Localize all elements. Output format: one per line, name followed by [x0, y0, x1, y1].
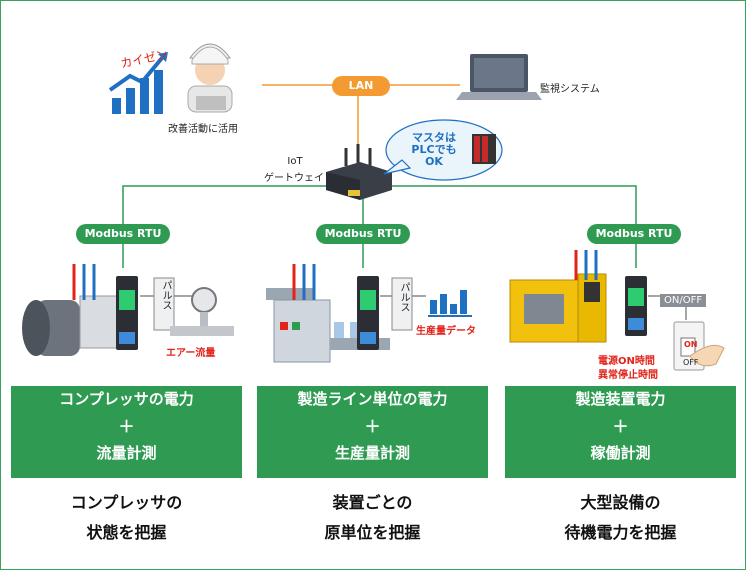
worker-icon: [187, 43, 233, 113]
on-off-label: ON/OFF: [660, 294, 707, 307]
monitor-label: 監視システム: [540, 84, 600, 95]
metric-box-3-line2: 稼働計測: [590, 444, 651, 462]
caption-3-line2: 待機電力を把握: [564, 523, 677, 542]
production-chart-icon: [428, 290, 472, 317]
on-off-switch-icon: [673, 321, 725, 371]
gateway-label: ゲートウェイ: [264, 173, 324, 184]
modbus-label-1: Modbus RTU: [76, 224, 170, 244]
metric-box-2-plus: ＋: [364, 417, 381, 436]
modbus-label-3: Modbus RTU: [587, 224, 681, 244]
caption-1-line2: 状態を把握: [86, 523, 167, 542]
metric-box-3-plus: ＋: [612, 417, 629, 436]
power-meter-1: [116, 276, 138, 350]
gateway-label-iot: IoT: [287, 156, 303, 167]
caption-3-line1: 大型設備の: [580, 493, 661, 512]
metric-box-2: 製造ライン単位の電力 ＋ 生産量計測: [257, 386, 488, 478]
kaizen-chart-icon: [108, 52, 168, 114]
power-meter-2: [357, 276, 379, 350]
pulse-label-2: パルス: [398, 282, 409, 312]
lan-label: LAN: [332, 76, 390, 96]
air-flow-label: エアー流量: [166, 348, 216, 359]
metric-box-1-line1: コンプレッサの電力: [59, 390, 194, 408]
caption-2-line1: 装置ごとの: [332, 493, 413, 512]
production-data-label: 生産量データ: [416, 326, 476, 337]
power-meter-3: [625, 276, 647, 336]
iot-gateway-icon: [326, 144, 392, 200]
metric-box-3-line1: 製造装置電力: [575, 390, 666, 408]
abnormal-stop-time-label: 異常停止時間: [598, 370, 658, 381]
switch-on-label: ON: [684, 340, 698, 349]
metric-box-3: 製造装置電力 ＋ 稼働計測: [505, 386, 736, 478]
metric-box-2-line1: 製造ライン単位の電力: [297, 390, 448, 408]
modbus-label-2: Modbus RTU: [316, 224, 410, 244]
bubble-line-2: PLCでも: [411, 143, 457, 156]
caption-1-line1: コンプレッサの: [70, 493, 183, 512]
compressor-icon: [22, 264, 121, 356]
metric-box-1-line2: 流量計測: [96, 444, 157, 462]
caption-3: 大型設備の 待機電力を把握: [505, 488, 736, 548]
pulse-label-1: パルス: [160, 280, 171, 310]
caption-2: 装置ごとの 原単位を把握: [257, 488, 488, 548]
switch-off-label: OFF: [683, 358, 699, 367]
bubble-line-3: OK: [425, 155, 443, 168]
metric-box-1-plus: ＋: [118, 417, 135, 436]
pulse-signal-box-1: [153, 277, 175, 331]
worker-label: 改善活動に活用: [168, 124, 238, 135]
monitor-icon: [456, 54, 542, 100]
metric-box-2-line2: 生産量計測: [334, 444, 410, 462]
bubble-line-1: マスタは: [412, 131, 456, 144]
power-on-time-label: 電源ON時間: [598, 356, 655, 367]
manufacturing-machine-icon: [509, 250, 607, 343]
flow-meter-icon: [170, 287, 234, 336]
metric-box-1: コンプレッサの電力 ＋ 流量計測: [11, 386, 242, 478]
plc-bubble: [383, 119, 503, 181]
caption-2-line2: 原単位を把握: [324, 523, 421, 542]
plc-bubble-text: マスタは PLCでも OK: [398, 132, 470, 168]
pulse-signal-box-2: [391, 277, 413, 331]
caption-1: コンプレッサの 状態を把握: [11, 488, 242, 548]
